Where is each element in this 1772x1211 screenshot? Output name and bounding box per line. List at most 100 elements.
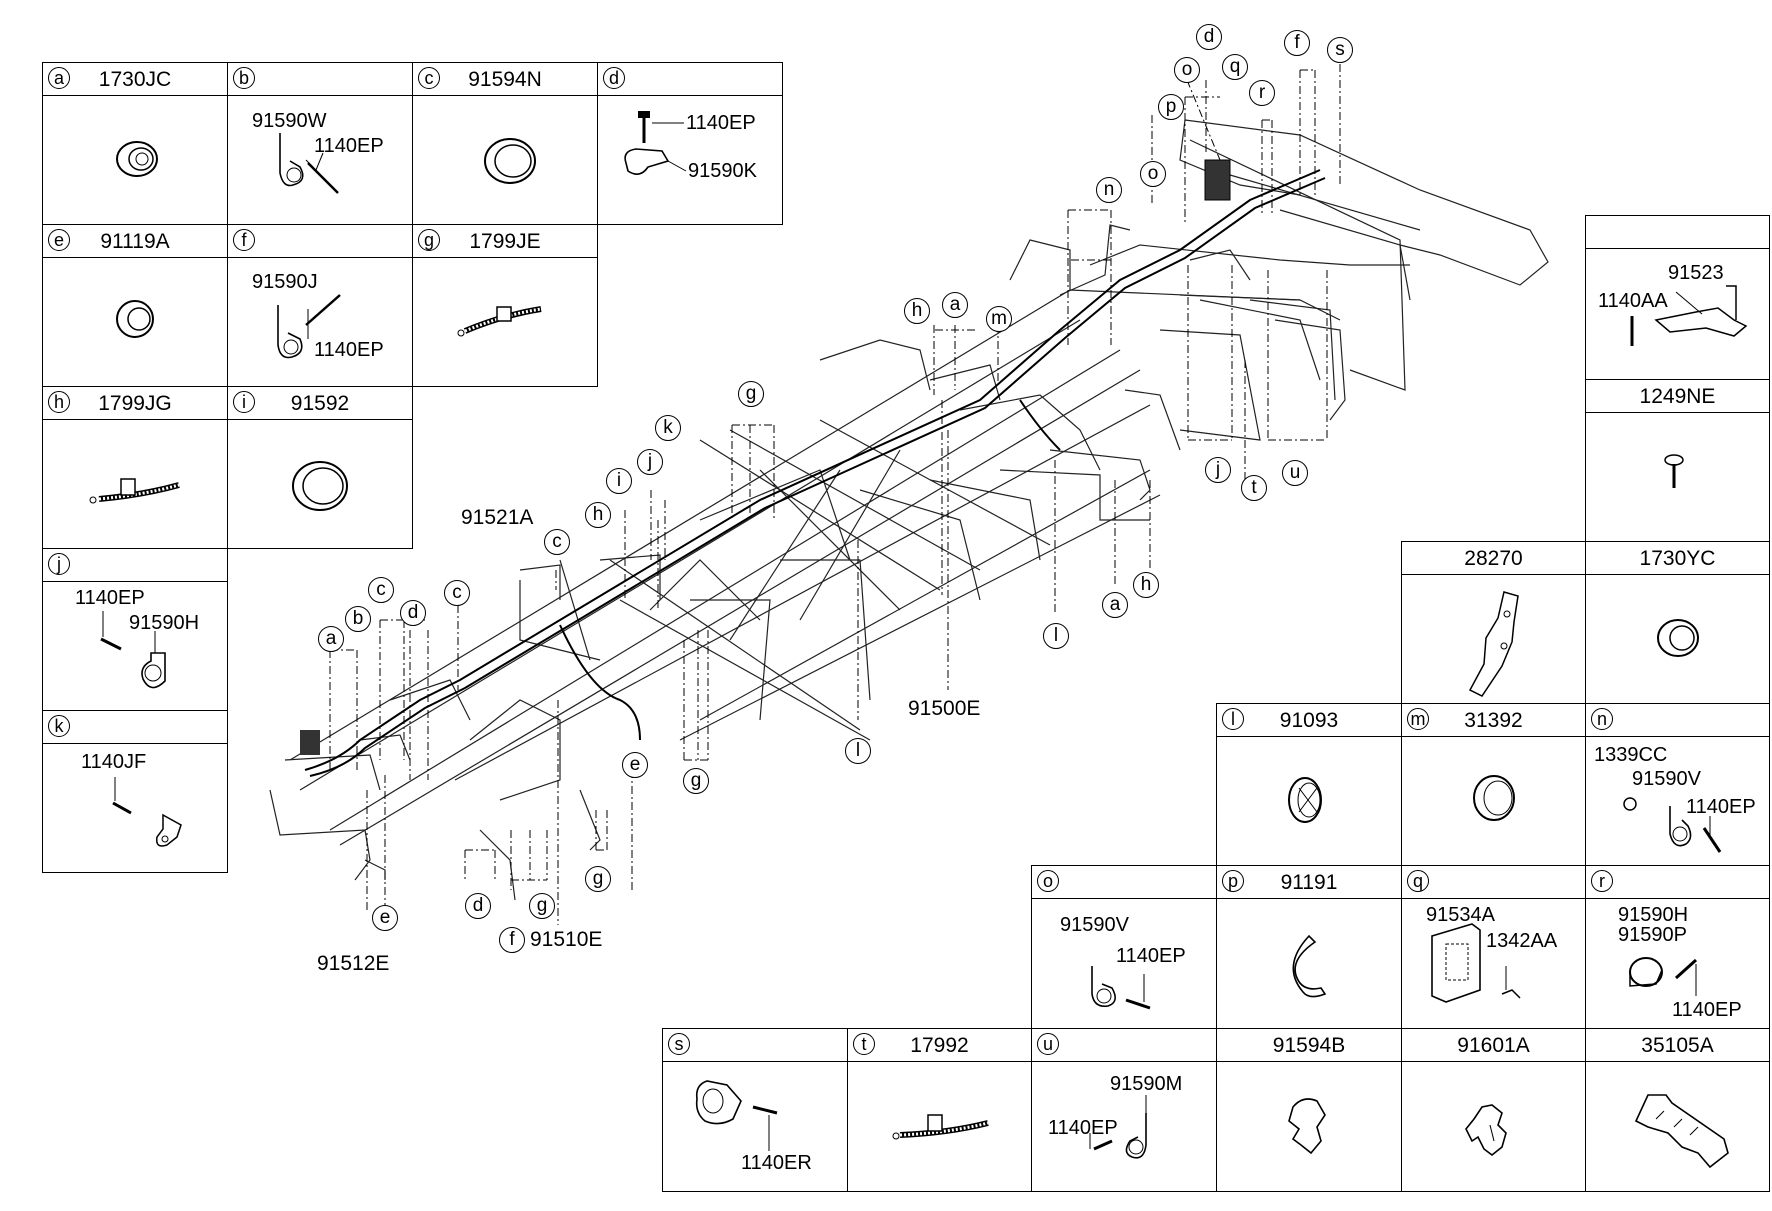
callout-u: u bbox=[1282, 460, 1308, 486]
callout-i: i bbox=[606, 468, 632, 494]
part-cell-91601a: 91601A bbox=[1401, 1028, 1586, 1192]
part-cell-n: n 1339CC 91590V 1140EP bbox=[1585, 703, 1770, 866]
cable-tie-icon bbox=[89, 478, 180, 504]
part-code: 35105A bbox=[1641, 1034, 1714, 1057]
callout-r: r bbox=[1249, 80, 1275, 106]
callout-s: s bbox=[1327, 37, 1353, 63]
callout-l: l bbox=[845, 738, 871, 764]
callout-o: o bbox=[1174, 57, 1200, 83]
callout-d: d bbox=[1196, 24, 1222, 50]
callout-q: q bbox=[1222, 54, 1248, 80]
harness-label-91512e: 91512E bbox=[317, 952, 390, 976]
callout-j: j bbox=[1205, 457, 1231, 483]
part-cell-k: k 1140JF bbox=[42, 710, 228, 873]
callout-d: d bbox=[465, 893, 491, 919]
part-cell-28270: 28270 bbox=[1401, 541, 1586, 704]
part-code: 91191 bbox=[1280, 871, 1338, 894]
part-cell-f: f 91590J 1140EP bbox=[227, 224, 413, 387]
fuse-box-icon bbox=[1431, 923, 1521, 1003]
part-code: 1249NE bbox=[1639, 385, 1716, 408]
harness-label-91500e: 91500E bbox=[908, 697, 981, 721]
callout-e: e bbox=[622, 752, 648, 778]
part-code: 1799JG bbox=[98, 392, 172, 415]
callout-d: d bbox=[400, 600, 426, 626]
part-code: 1730YC bbox=[1639, 547, 1716, 570]
screw-icon bbox=[1664, 454, 1684, 488]
grommet-icon bbox=[1657, 619, 1699, 657]
part-cell-91594b: 91594B bbox=[1216, 1028, 1402, 1192]
grommet-ring-icon bbox=[292, 461, 348, 511]
callout-g: g bbox=[683, 768, 709, 794]
bracket-bolt-icon bbox=[112, 777, 182, 847]
part-cell-91523: 91523 1140AA bbox=[1585, 215, 1770, 380]
part-cell-b: b 91590W 1140EP bbox=[227, 62, 413, 225]
callout-k: k bbox=[655, 415, 681, 441]
bracket-icon bbox=[1630, 285, 1748, 346]
part-cell-u: u 91590M 1140EP bbox=[1031, 1028, 1217, 1192]
junction-block bbox=[1204, 159, 1231, 201]
callout-b: b bbox=[345, 606, 371, 632]
callout-o: o bbox=[1140, 161, 1166, 187]
callout-c: c bbox=[444, 580, 470, 606]
callout-g: g bbox=[529, 893, 555, 919]
c-clip-icon bbox=[1292, 934, 1327, 998]
grommet-ring-icon bbox=[484, 138, 536, 184]
clamp-bolt-icon bbox=[695, 1080, 778, 1151]
callout-g: g bbox=[585, 866, 611, 892]
plug-grommet-icon bbox=[1288, 777, 1322, 823]
clip-bolt-icon bbox=[279, 133, 339, 194]
part-cell-d: d 1140EP 91590K bbox=[597, 62, 783, 225]
callout-h: h bbox=[585, 502, 611, 528]
grommet-icon bbox=[116, 300, 154, 338]
callout-h: h bbox=[904, 298, 930, 324]
part-code: 91594B bbox=[1272, 1034, 1346, 1057]
part-code: 91594N bbox=[468, 68, 542, 91]
part-code: 91601A bbox=[1457, 1034, 1530, 1057]
callout-e: e bbox=[372, 905, 398, 931]
grommet-icon bbox=[116, 141, 158, 177]
part-code: 28270 bbox=[1464, 547, 1523, 570]
grommet-ring-icon bbox=[1473, 775, 1515, 821]
callout-t: t bbox=[1241, 475, 1267, 501]
shield-plate-icon bbox=[1468, 591, 1519, 697]
callout-j: j bbox=[637, 449, 663, 475]
callout-f: f bbox=[1284, 30, 1310, 56]
callout-p: p bbox=[1158, 94, 1184, 120]
clamp-bolt-icon bbox=[624, 111, 687, 175]
part-cell-r: r 91590H 91590P 1140EP bbox=[1585, 865, 1770, 1029]
part-cell-q: q 91534A 1342AA bbox=[1401, 865, 1586, 1029]
callout-a: a bbox=[1102, 592, 1128, 618]
clip-bolt-icon bbox=[1623, 797, 1722, 853]
part-cell-1249ne: 1249NE bbox=[1585, 379, 1770, 542]
part-cell-s: s 1140ER bbox=[662, 1028, 848, 1192]
push-clip-icon bbox=[1288, 1098, 1326, 1155]
part-code: 1730JC bbox=[98, 68, 172, 91]
callout-h: h bbox=[1133, 572, 1159, 598]
callout-a: a bbox=[942, 292, 968, 318]
clip-bolt-icon bbox=[100, 611, 166, 689]
clip-bolt-icon bbox=[277, 294, 341, 359]
harness-label-91510e: 91510E bbox=[530, 928, 603, 952]
part-cell-35105a: 35105A bbox=[1585, 1028, 1770, 1192]
harness-label-91521a: 91521A bbox=[461, 506, 534, 530]
callout-c: c bbox=[544, 529, 570, 555]
cable-tie-icon bbox=[892, 1114, 989, 1140]
harness-clip-icon bbox=[1465, 1104, 1507, 1157]
clip-bolt-icon bbox=[1089, 1095, 1147, 1159]
part-code: 91093 bbox=[1279, 709, 1339, 732]
part-code: 91119A bbox=[100, 230, 170, 253]
part-code: 17992 bbox=[910, 1034, 969, 1057]
protector-cover-icon bbox=[1634, 1094, 1729, 1169]
callout-n: n bbox=[1096, 177, 1122, 203]
callout-g: g bbox=[738, 381, 764, 407]
